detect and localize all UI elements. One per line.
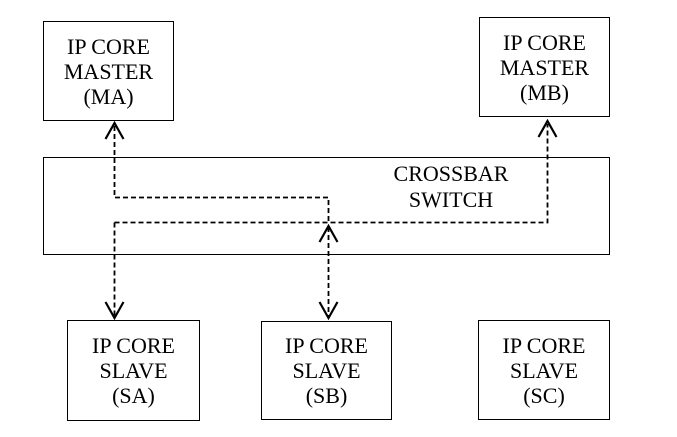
slave-sb-label-line2: SLAVE (292, 358, 361, 383)
slave-sa-label-line3: (SA) (112, 383, 155, 408)
slave-sa-label-line1: IP CORE (92, 333, 175, 358)
slave-sb-label-line1: IP CORE (285, 333, 368, 358)
node-ip-core-slave-sa: IP CORE SLAVE (SA) (67, 320, 200, 421)
slave-sc-label-line3: (SC) (523, 382, 565, 408)
node-ip-core-slave-sc: IP CORE SLAVE (SC) (478, 320, 610, 420)
node-crossbar-switch: CROSSBAR SWITCH (43, 157, 610, 255)
master-mb-label-line2: MASTER (499, 54, 590, 80)
master-ma-label-line3: (MA) (83, 83, 134, 109)
crossbar-switch-label: CROSSBAR SWITCH (351, 161, 551, 213)
slave-sc-label-line2: SLAVE (509, 357, 579, 383)
master-mb-label-line3: (MB) (520, 79, 569, 105)
arrow-up-into-mb-icon (537, 118, 558, 138)
crossbar-label-line1: CROSSBAR (393, 161, 509, 186)
node-ip-core-master-ma: IP CORE MASTER (MA) (43, 21, 174, 121)
master-mb-label-line1: IP CORE (503, 29, 586, 55)
master-ma-label-line1: IP CORE (67, 33, 150, 59)
slave-sc-label-line1: IP CORE (502, 332, 586, 358)
arrow-down-into-sa-icon (104, 301, 125, 321)
slave-sb-label-line3: (SB) (305, 383, 348, 408)
wire-sa-bus-to-mb (114, 124, 549, 224)
node-ip-core-slave-sb: IP CORE SLAVE (SB) (261, 321, 392, 420)
arrow-up-at-crossing-icon (318, 223, 339, 243)
master-ma-label-line2: MASTER (63, 58, 154, 84)
node-ip-core-master-mb: IP CORE MASTER (MB) (479, 17, 610, 117)
arrow-up-into-ma-icon (104, 120, 125, 140)
wire-ma-to-crossing (113, 126, 330, 222)
crossbar-label-line2: SWITCH (408, 187, 494, 212)
slave-sa-label-line2: SLAVE (99, 358, 168, 383)
arrow-down-into-sb-icon (318, 301, 339, 321)
